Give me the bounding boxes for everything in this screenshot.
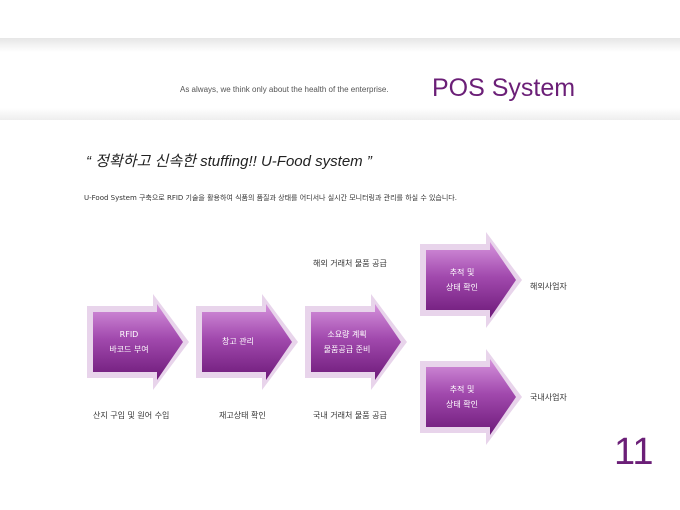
header-tagline: As always, we think only about the healt… <box>180 85 389 94</box>
arrow-shape <box>87 294 189 390</box>
flow-arrow-planning: 소요량 계획 물품공급 준비 <box>301 292 409 392</box>
arrow-shape <box>420 349 522 445</box>
description-text: U-Food System 구축으로 RFID 기술을 활용하여 식품의 품질과… <box>84 194 457 202</box>
arrow-shape <box>420 232 522 328</box>
header-band <box>0 38 680 120</box>
arrow-shape <box>196 294 298 390</box>
caption-step-2: 재고상태 확인 <box>219 411 266 420</box>
caption-domestic: 국내사업자 <box>530 393 567 402</box>
flow-arrow-rfid: RFID 바코드 부여 <box>83 292 191 392</box>
slogan-quote: “ 정확하고 신속한 stuffing!! U-Food system ” <box>86 153 372 170</box>
flow-arrow-overseas-tracking: 추적 및 상태 확인 <box>416 230 524 330</box>
flow-arrow-warehouse: 창고 관리 <box>192 292 300 392</box>
flow-arrow-domestic-tracking: 추적 및 상태 확인 <box>416 347 524 447</box>
page-number: 11 <box>614 431 654 473</box>
flow-arrow-label: 창고 관리 <box>222 337 254 346</box>
page-title: POS System <box>432 74 576 102</box>
caption-step-3-bottom: 국내 거래처 물품 공급 <box>313 411 387 420</box>
caption-step-3-top: 해외 거래처 물품 공급 <box>313 259 387 268</box>
caption-overseas: 해외사업자 <box>530 282 567 291</box>
flow-arrow-label: 소요량 계획 물품공급 준비 <box>323 330 371 354</box>
caption-step-1: 산지 구입 및 원어 수입 <box>93 411 170 420</box>
flow-arrow-label: RFID 바코드 부여 <box>109 330 149 354</box>
arrow-shape <box>305 294 407 390</box>
flow-arrow-label: 추적 및 상태 확인 <box>446 268 478 292</box>
flow-arrow-label: 추적 및 상태 확인 <box>446 385 478 409</box>
